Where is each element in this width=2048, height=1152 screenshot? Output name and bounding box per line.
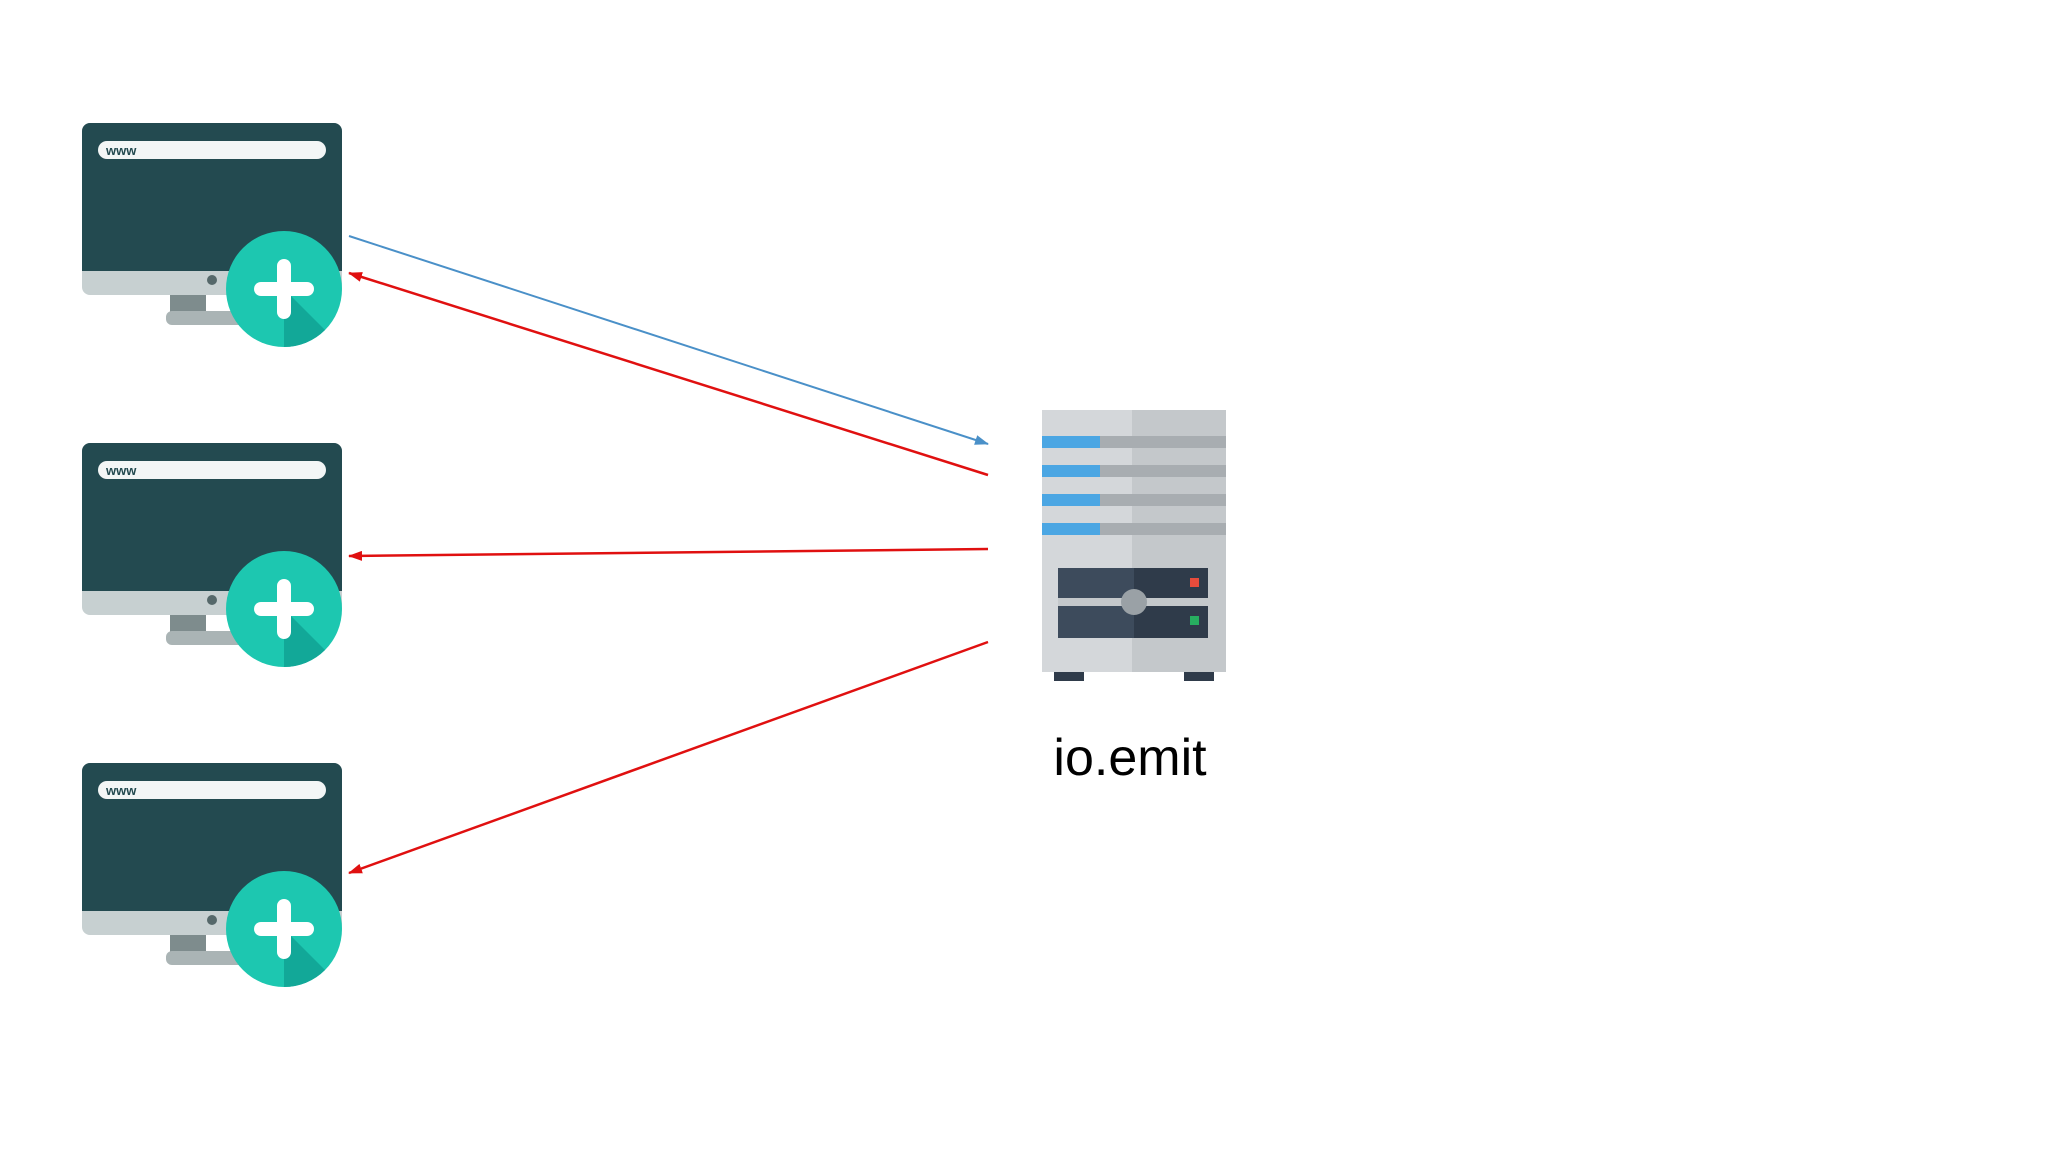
client-computer-2: www (82, 443, 344, 669)
monitor-add-icon: www (82, 123, 342, 347)
arrow-server-to-client2 (348, 547, 989, 561)
arrow-client1-to-server (348, 235, 989, 445)
client-computer-1: www (82, 123, 344, 349)
server-icon (1042, 410, 1226, 681)
server-label: io.emit (1053, 729, 1207, 787)
arrow-server-to-client3 (348, 640, 989, 875)
svg-text:www: www (105, 463, 137, 478)
monitor-add-icon: www (82, 763, 342, 987)
monitor-add-icon: www (82, 443, 342, 667)
svg-text:www: www (105, 143, 137, 158)
client-computer-3: www (82, 763, 344, 989)
svg-text:www: www (105, 783, 137, 798)
server (1040, 408, 1230, 683)
arrow-server-to-client1 (348, 271, 989, 477)
